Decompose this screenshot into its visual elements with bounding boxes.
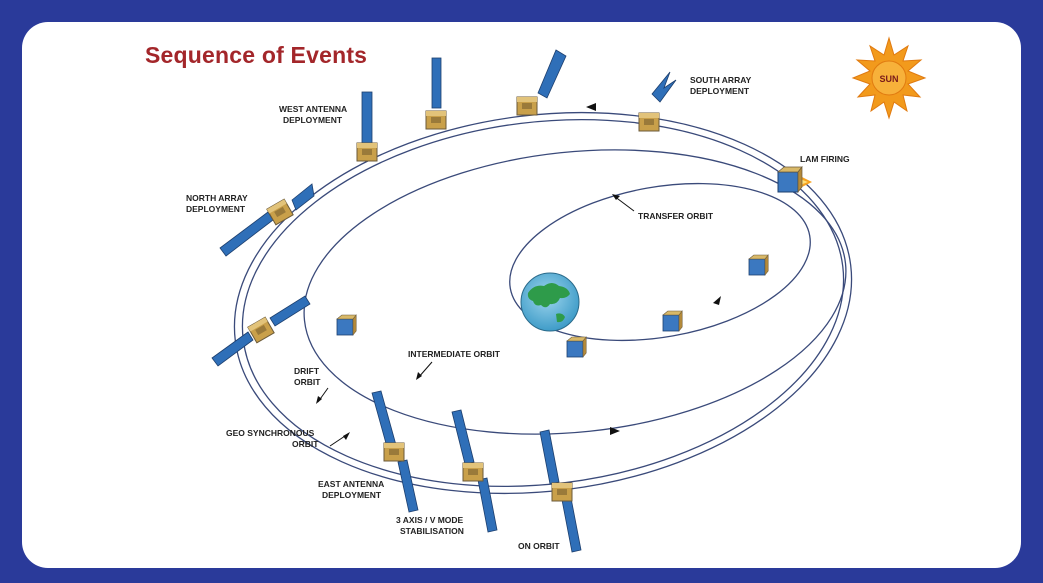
- lam-firing-label: LAM FIRING: [800, 154, 850, 164]
- west-antenna-satellite: [356, 91, 378, 162]
- intermediate-orbit-satellite: [336, 314, 357, 336]
- stabilisation-label-2: STABILISATION: [400, 526, 464, 536]
- intermediate-orbit-label: INTERMEDIATE ORBIT: [408, 349, 501, 359]
- north-array-satellite: [219, 183, 315, 257]
- array-deploying-satellite: [516, 49, 567, 116]
- geo-sync-label-2: ORBIT: [292, 439, 319, 449]
- stabilisation-label-1: 3 AXIS / V MODE: [396, 515, 464, 525]
- north-array-label-1: NORTH ARRAY: [186, 193, 248, 203]
- on-orbit-label: ON ORBIT: [518, 541, 560, 551]
- orbit-direction-arrow: [713, 296, 721, 305]
- transfer-orbit-label: TRANSFER ORBIT: [638, 211, 714, 221]
- sun-label: SUN: [879, 74, 898, 84]
- intermediate-orbit: [303, 149, 847, 435]
- transfer-orbit: [509, 182, 811, 342]
- north-array-label-2: DEPLOYMENT: [186, 204, 246, 214]
- west-antenna-label-1: WEST ANTENNA: [279, 104, 347, 114]
- east-antenna-label-1: EAST ANTENNA: [318, 479, 384, 489]
- west-antenna-label-2: DEPLOYMENT: [283, 115, 343, 125]
- west-antenna-satellite: [425, 57, 447, 130]
- sun-icon: SUN: [851, 36, 927, 120]
- drift-orbit-label-2: ORBIT: [294, 377, 321, 387]
- stabilisation-satellite: [451, 409, 498, 533]
- transfer-orbit-satellite: [662, 310, 683, 332]
- page-title: Sequence of Events: [145, 42, 368, 68]
- geo-sync-label-1: GEO SYNCHRONOUS: [226, 428, 315, 438]
- orbit-direction-arrow: [586, 103, 596, 111]
- earth-icon: [520, 272, 580, 332]
- south-array-deployment-satellite: [638, 71, 677, 132]
- east-antenna-satellite: [371, 390, 419, 513]
- east-antenna-label-2: DEPLOYMENT: [322, 490, 382, 500]
- south-array-label-2: DEPLOYMENT: [690, 86, 750, 96]
- orbit-direction-arrow: [610, 427, 620, 435]
- full-array-satellite: [211, 295, 311, 367]
- south-array-label-1: SOUTH ARRAY: [690, 75, 752, 85]
- drift-orbit-label-1: DRIFT: [294, 366, 320, 376]
- transfer-orbit-satellite: [566, 336, 587, 358]
- on-orbit-satellite: [539, 429, 582, 553]
- lam-firing-satellite: [777, 166, 812, 193]
- transfer-orbit-satellite: [748, 254, 769, 276]
